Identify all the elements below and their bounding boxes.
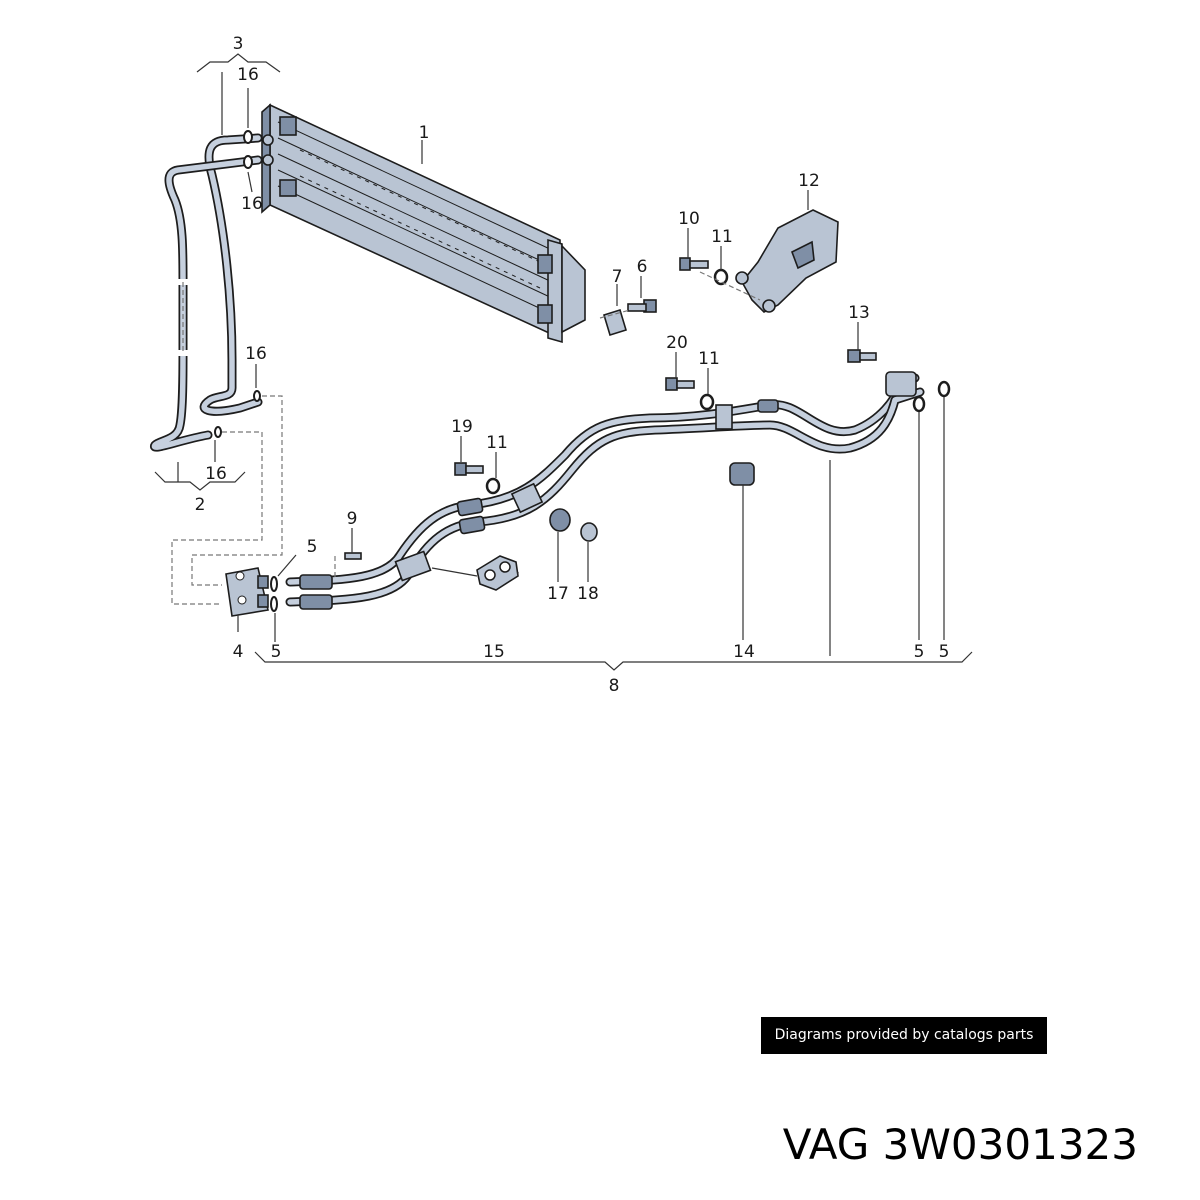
- assembly-guides: [171, 271, 761, 605]
- callout-15: 15: [483, 642, 505, 662]
- bolt-6: [627, 299, 657, 313]
- callout-11-b: 11: [698, 349, 720, 369]
- bolt-20: [665, 377, 695, 391]
- leader-lines: [177, 72, 945, 656]
- callout-19: 19: [451, 417, 473, 437]
- rubber-bushing-14: [729, 462, 755, 486]
- part-number-title: VAG 3W0301323: [782, 1120, 1138, 1169]
- callout-5-a: 5: [307, 537, 318, 557]
- callout-11-a: 11: [711, 227, 733, 247]
- oil-line-3: [199, 133, 263, 416]
- callout-5-c: 5: [914, 642, 925, 662]
- callout-6: 6: [637, 257, 648, 277]
- callout-12: 12: [798, 171, 820, 191]
- oil-cooler-line-assembly: [285, 371, 925, 610]
- callout-9: 9: [347, 509, 358, 529]
- callout-4: 4: [233, 642, 244, 662]
- pipe-clamp-15: [476, 555, 519, 591]
- credit-banner: Diagrams provided by catalogs parts: [761, 1017, 1047, 1054]
- callout-1: 1: [419, 123, 430, 143]
- bolt-19: [454, 462, 484, 476]
- callout-16-b: 16: [241, 194, 263, 214]
- bolt-9: [344, 552, 362, 560]
- callout-7: 7: [612, 267, 623, 287]
- callout-18: 18: [577, 584, 599, 604]
- callout-14: 14: [733, 642, 755, 662]
- callout-5-b: 5: [271, 642, 282, 662]
- callout-8: 8: [609, 676, 620, 696]
- callout-2: 2: [195, 495, 206, 515]
- rubber-grommet-17: [549, 508, 571, 532]
- o-rings-5-left: [270, 576, 278, 612]
- callout-11-c: 11: [486, 433, 508, 453]
- callout-16-a: 16: [237, 65, 259, 85]
- plug-18: [580, 522, 598, 542]
- washer-11-middle: [699, 393, 715, 411]
- parts-exploded-diagram: 1 2 3 4 5 5 5 5 6 7 8 9 10 11 11 11 12 1…: [150, 34, 973, 696]
- callout-10: 10: [678, 209, 700, 229]
- callout-13: 13: [848, 303, 870, 323]
- heat-shield-bracket: [735, 209, 839, 313]
- callout-16-d: 16: [205, 464, 227, 484]
- bolt-10: [679, 257, 709, 271]
- callout-labels: 1 2 3 4 5 5 5 5 6 7 8 9 10 11 11 11 12 1…: [195, 34, 950, 696]
- washer-11-upper: [713, 268, 729, 286]
- oil-line-2: [150, 155, 263, 452]
- callout-5-d: 5: [939, 642, 950, 662]
- callout-20: 20: [666, 333, 688, 353]
- o-rings-16: [214, 130, 261, 438]
- clip-nut-7: [603, 308, 627, 337]
- oil-cooler-radiator: [261, 103, 586, 344]
- bolt-13: [847, 349, 877, 363]
- washer-11-lower: [485, 477, 501, 495]
- callout-16-c: 16: [245, 344, 267, 364]
- callout-17: 17: [547, 584, 569, 604]
- callout-3: 3: [233, 34, 244, 54]
- connection-block: [225, 567, 269, 617]
- group-brackets: [154, 53, 973, 671]
